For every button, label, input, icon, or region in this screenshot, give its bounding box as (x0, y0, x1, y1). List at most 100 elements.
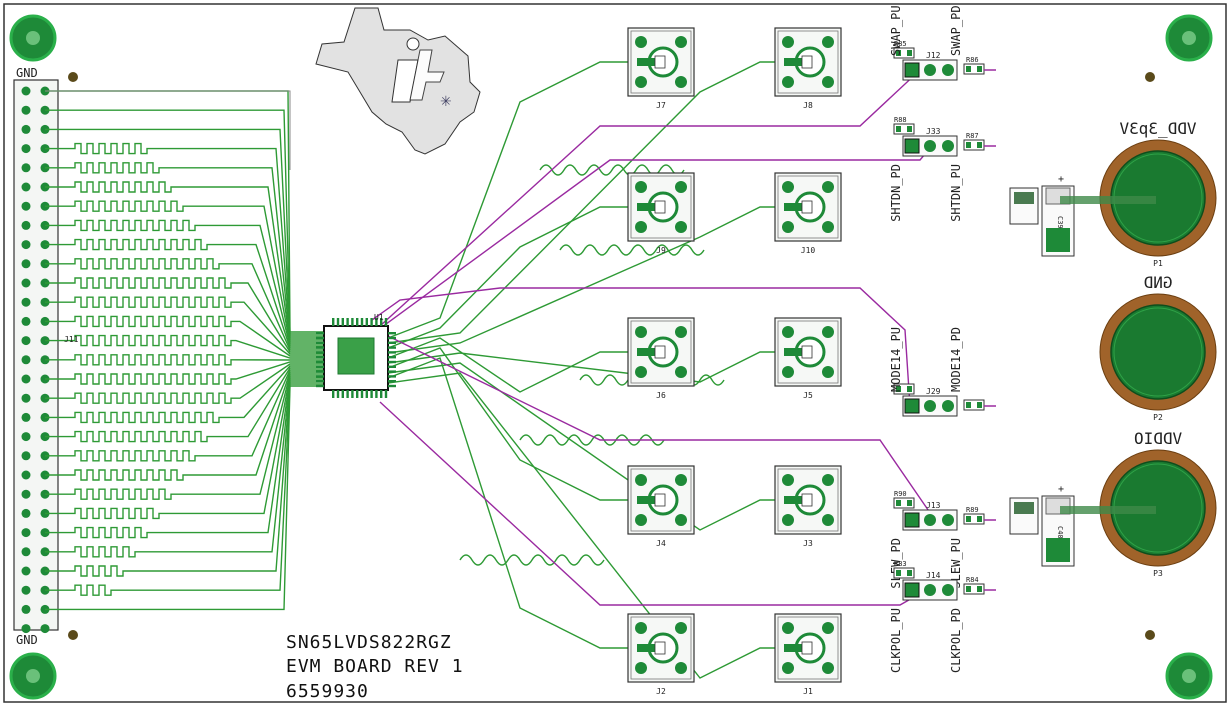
header-pin (21, 585, 31, 595)
header-pin (21, 624, 31, 634)
connector-j8: J8 (774, 27, 842, 110)
jumper-ref: J33 (926, 127, 941, 136)
signal-trace (45, 277, 330, 353)
signal-trace (45, 379, 330, 558)
ic-ref: U1 (374, 313, 384, 322)
header-pin (21, 547, 31, 557)
ic-u1: U1 (316, 313, 396, 398)
cap-ref: C39 (1056, 216, 1064, 229)
jumper-ref: J13 (926, 501, 941, 510)
resistor-ref: R83 (894, 560, 907, 568)
header-pin (21, 240, 31, 250)
power-ref: P2 (1153, 413, 1163, 422)
jumper-label-right: SLEW_PU (949, 538, 963, 589)
resistor-ref: R85 (894, 40, 907, 48)
signal-trace (45, 375, 330, 520)
header-gnd-bottom: GND (16, 633, 38, 647)
header-pin (21, 124, 31, 134)
signal-trace (45, 315, 330, 357)
connector-j2: J2 (627, 613, 695, 696)
connector-ref: J7 (656, 101, 666, 110)
jumper-label-right: SHTDN_PU (949, 164, 963, 222)
signal-trace (45, 369, 330, 462)
signal-trace (45, 181, 330, 343)
header-pin (21, 566, 31, 576)
signal-trace (45, 296, 330, 355)
signal-trace (387, 206, 640, 349)
header-gnd-top: GND (16, 66, 38, 80)
header-pin (21, 201, 31, 211)
signal-trace (45, 334, 330, 359)
power-label: VDD_3p3V (1119, 119, 1196, 138)
resistor-ref: R84 (966, 576, 979, 584)
signal-trace (45, 258, 330, 351)
serpentine-trace (539, 164, 685, 176)
ref-trace (45, 90, 291, 170)
header-pin (21, 528, 31, 538)
connector-ref: J4 (656, 539, 666, 548)
header-pin (21, 278, 31, 288)
cap-polarity: + (1058, 484, 1064, 495)
signal-trace (45, 200, 330, 345)
jumper-label-right: SWAP_PD (949, 5, 963, 56)
signal-trace (387, 337, 640, 393)
header-pin (21, 451, 31, 461)
signal-trace (45, 383, 330, 596)
jumper-label-left: MODE14_PU (889, 327, 903, 392)
jumper-ref: J14 (926, 571, 941, 580)
resistor-ref: R89 (966, 506, 979, 514)
header-pin (21, 316, 31, 326)
connector-ref: J8 (803, 101, 813, 110)
signal-trace (387, 61, 790, 344)
cap-ref: C40 (1056, 526, 1064, 539)
header-pin (21, 182, 31, 192)
header-pin (40, 624, 50, 634)
resistor-ref: R87 (966, 132, 979, 140)
green-traces (45, 61, 790, 679)
jumper-label-left: CLKPOL_PU (889, 608, 903, 673)
header-pin (21, 297, 31, 307)
power-label: VDDIO (1134, 429, 1182, 448)
resistor-ref: R90 (894, 490, 907, 498)
ti-logo: ✳ (315, 7, 481, 155)
connector-j6: J6 (627, 317, 695, 400)
connector-j5: J5 (774, 317, 842, 400)
header-pin (21, 336, 31, 346)
connector-j9: J9 (627, 172, 695, 255)
signal-trace (387, 347, 640, 501)
signal-trace (45, 367, 330, 443)
signal-trace (45, 354, 330, 366)
control-trace (379, 69, 921, 327)
connector-ref: J2 (656, 687, 666, 696)
header-pin (21, 393, 31, 403)
signal-trace (45, 142, 330, 339)
signal-trace (45, 371, 330, 481)
power-terminal-p1: VDD_3p3V P1 + C39 (1009, 119, 1217, 268)
signal-trace (387, 61, 640, 339)
jumper-ref: J12 (926, 51, 941, 60)
board-title-line1: SN65LVDS822RGZ (286, 632, 452, 653)
header-ref: J11 (64, 335, 79, 344)
connector-ref: J3 (803, 539, 813, 548)
header-pin (21, 489, 31, 499)
connector-j4: J4 (627, 465, 695, 548)
power-ref: P1 (1153, 259, 1163, 268)
header-pin (21, 374, 31, 384)
signal-trace (45, 377, 330, 539)
signal-trace (45, 361, 330, 385)
signal-trace (45, 381, 330, 577)
header-connector (13, 79, 59, 634)
connector-ref: J9 (656, 246, 666, 255)
header-pin (21, 355, 31, 365)
cap-polarity: + (1058, 174, 1064, 185)
jumper-label-left: SWAP_PU (889, 5, 903, 56)
control-trace (387, 335, 936, 521)
signal-trace (387, 362, 790, 531)
signal-trace (45, 238, 330, 349)
